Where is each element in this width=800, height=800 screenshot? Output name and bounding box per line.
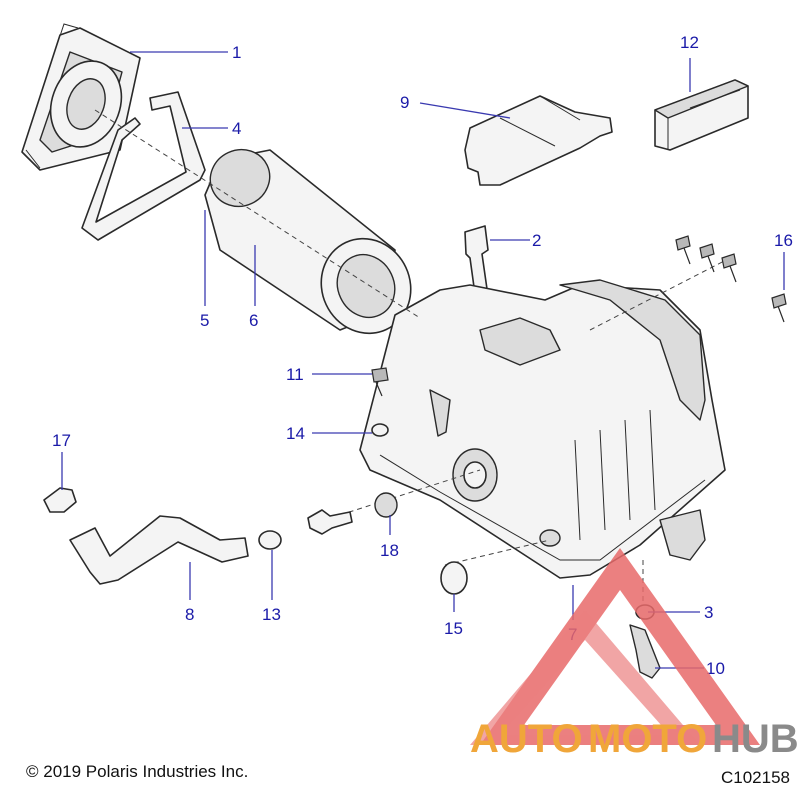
figure-code: C102158 (720, 768, 790, 787)
part-fitting (307, 509, 353, 535)
copyright-text: © 2019 Polaris Industries Inc. (26, 762, 249, 781)
part-15-plug (440, 561, 468, 595)
part-10-drain-valve (629, 624, 661, 679)
part-8-hose (69, 515, 249, 585)
callout-9: 9 (400, 93, 409, 112)
part-9-bracket (464, 95, 613, 186)
callout-3: 3 (704, 603, 713, 622)
callout-10: 10 (706, 659, 725, 678)
callout-16: 16 (774, 231, 793, 250)
watermark-moto: MOTO (588, 717, 707, 761)
watermark-hub: HUB (712, 717, 799, 761)
part-4-gasket (81, 91, 206, 241)
part-7-airbox-housing (359, 279, 726, 579)
axis-line-filter (94, 109, 421, 319)
callout-5: 5 (200, 311, 209, 330)
part-12-rubber-strip (654, 79, 749, 151)
part-17-clamp (43, 487, 77, 513)
callout-13: 13 (262, 605, 281, 624)
callout-1: 1 (232, 43, 241, 62)
callout-15: 15 (444, 619, 463, 638)
callout-14: 14 (286, 424, 305, 443)
callout-18: 18 (380, 541, 399, 560)
axis-line-hose (339, 469, 481, 516)
watermark-triangle-icon (480, 548, 760, 745)
part-18-grommet (374, 492, 398, 518)
callout-4: 4 (232, 119, 241, 138)
part-11-bolt (371, 367, 389, 397)
part-6-air-filter (204, 148, 412, 335)
callout-8: 8 (185, 605, 194, 624)
watermark-logo (470, 548, 760, 745)
callout-12: 12 (680, 33, 699, 52)
part-14-washer (371, 423, 389, 437)
callout-17: 17 (52, 431, 71, 450)
callout-11: 11 (286, 365, 304, 384)
part-13-clamp (258, 530, 282, 550)
part-16-bolts (675, 235, 787, 323)
watermark-auto: AUTO (470, 717, 583, 761)
part-1-inlet-cover (21, 23, 141, 171)
callout-6: 6 (249, 311, 258, 330)
callout-2: 2 (532, 231, 541, 250)
